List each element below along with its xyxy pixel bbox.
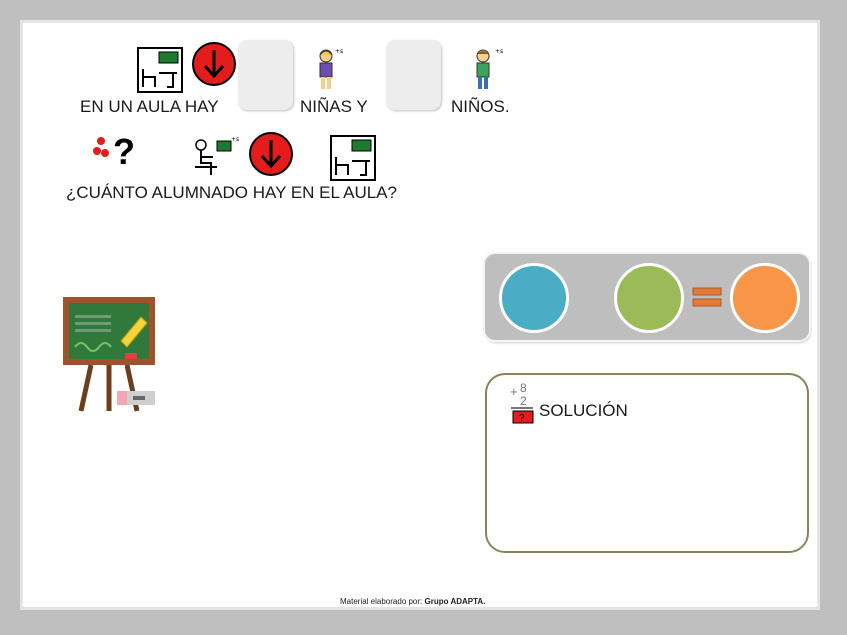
girls-answer-box[interactable] [238, 40, 293, 110]
inside-arrow-icon-2 [248, 131, 294, 177]
first-addend-circle[interactable] [499, 263, 569, 333]
equals-icon [692, 287, 722, 307]
student-icon: +s [191, 135, 239, 179]
operation-panel [485, 254, 809, 340]
classroom-icon-2 [330, 135, 376, 181]
solution-box[interactable]: + 8 2 ? SOLUCIÓN [485, 373, 809, 553]
svg-text:+: + [510, 384, 518, 399]
question-text: ¿CUÁNTO ALUMNADO HAY EN EL AULA? [66, 183, 397, 202]
girl-icon: +s [313, 47, 343, 95]
second-addend-circle[interactable] [614, 263, 684, 333]
svg-text:8: 8 [520, 381, 527, 395]
svg-text:+s: +s [495, 48, 503, 55]
footer-credit: Material elaborado por: Grupo ADAPTA. [340, 597, 485, 606]
how-many-icon: ? [91, 131, 149, 172]
svg-text:?: ? [519, 413, 525, 424]
boy-icon: +s [471, 47, 505, 95]
sentence1-part-c: NIÑOS. [451, 97, 510, 116]
svg-text:+s: +s [231, 136, 239, 143]
solution-label: SOLUCIÓN [539, 401, 628, 420]
svg-text:2: 2 [520, 394, 527, 408]
sentence1-part-b: NIÑAS Y [300, 97, 368, 116]
svg-text:?: ? [113, 131, 135, 171]
classroom-icon [137, 47, 183, 93]
blackboard-icon [61, 295, 161, 413]
inside-arrow-icon [191, 41, 237, 87]
boys-answer-box[interactable] [386, 40, 441, 110]
result-circle[interactable] [730, 263, 800, 333]
footer-prefix: Material elaborado por: [340, 597, 423, 606]
sentence1-part-a: EN UN AULA HAY [80, 97, 219, 116]
slide: +s +s EN UN AULA HAY NIÑAS Y NIÑOS. ? +s [20, 20, 820, 610]
footer-author: Grupo ADAPTA. [424, 597, 486, 606]
svg-text:+s: +s [335, 48, 343, 55]
sum-icon: + 8 2 ? [509, 381, 537, 427]
